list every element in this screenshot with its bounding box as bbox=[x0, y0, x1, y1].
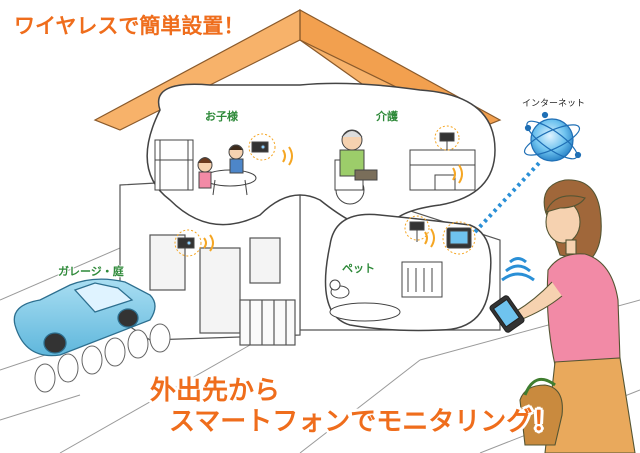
smartphone-icon bbox=[489, 295, 525, 333]
tagline-line-1: 外出先から bbox=[150, 376, 281, 406]
globe-network-icon bbox=[523, 111, 582, 162]
woman-with-smartphone bbox=[514, 179, 636, 453]
network-link-line bbox=[473, 160, 542, 234]
room-label-care: 介護 bbox=[376, 110, 398, 123]
upper-floor-cutaway bbox=[146, 82, 496, 230]
pet-room bbox=[329, 215, 476, 322]
garden-hedges bbox=[34, 323, 171, 393]
room-label-kids: お子様 bbox=[205, 110, 238, 123]
garage-camera bbox=[174, 229, 202, 257]
tagline-line-2: スマートフォンでモニタリング！ bbox=[169, 407, 559, 437]
room-label-pet: ペット bbox=[342, 262, 375, 275]
care-room bbox=[334, 125, 476, 205]
phone-signal-icon bbox=[501, 257, 535, 282]
room-label-garage: ガレージ・庭 bbox=[58, 265, 124, 278]
car bbox=[13, 278, 156, 357]
headline: ワイヤレスで簡単設置！ bbox=[14, 14, 245, 38]
internet-label: インターネット bbox=[522, 99, 586, 109]
kids-room bbox=[154, 133, 276, 196]
wifi-signal-icon bbox=[203, 146, 463, 252]
